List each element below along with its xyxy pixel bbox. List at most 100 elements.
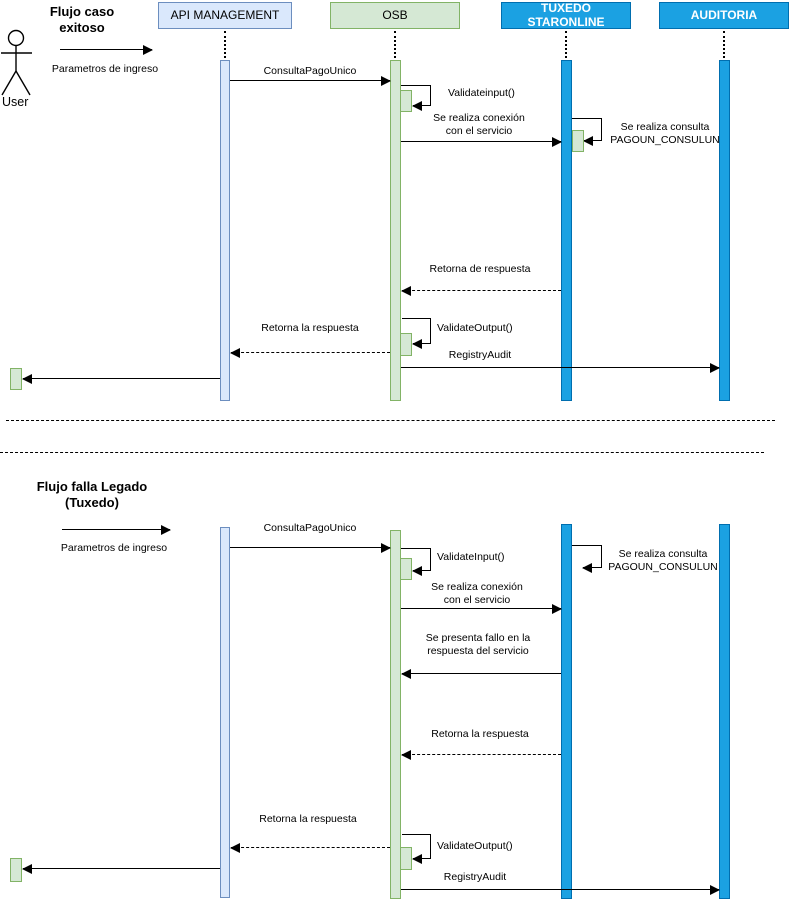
lifeline-stub-api [224,31,226,58]
arrowhead-icon [230,348,240,358]
arrowhead-icon [22,864,32,874]
self-loop-pagoun-f1 [583,136,602,146]
lifeline-stub-auditoria [723,31,725,58]
flow-separator-line-1 [6,420,775,421]
activation-bar-tuxedo-flow2 [561,524,572,899]
lifeline-header-auditoria: AUDITORIA [659,2,789,29]
self-loop-validateinput-f1 [412,101,431,111]
self-loop-validateinput-f1 [401,85,431,86]
flow2-trigger-label: Parametros de ingreso [60,542,168,554]
message-label-validateoutput-f2: ValidateOutput() [437,840,513,852]
nested-activation-osb-f1b [400,333,412,356]
activation-bar-api-flow1 [220,60,230,401]
message-arrow-consultapagounico-f1 [230,76,391,86]
lifeline-stub-tuxedo [565,31,567,58]
activation-bar-tuxedo-flow1 [561,60,572,401]
actor-label: User [2,95,29,109]
message-label-retorna-respuesta-f2b: Retorna la respuesta [259,813,357,825]
arrowhead-icon [710,885,720,895]
arrowhead-icon [401,669,411,679]
user-actor-icon [1,29,32,96]
self-loop-validateinput-f2 [430,548,431,571]
arrowhead-icon [710,363,720,373]
message-label-retorna-respuesta-f2a: Retorna la respuesta [431,728,529,740]
message-label-retorna-de-respuesta-f1: Retorna de respuesta [429,263,531,275]
nested-activation-osb-f2a [400,558,412,580]
flow2-trigger-arrow [62,525,171,535]
message-label-validateinput-f1: Validateinput() [448,87,515,99]
message-label-conexion-f2: Se realiza conexión con el servicio [431,581,523,607]
arrowhead-icon [381,76,391,86]
nested-activation-osb-f1a [400,90,412,112]
nested-activation-osb-f2b [400,847,412,870]
self-loop-validateoutput-f2 [402,834,431,835]
message-arrow-registryaudit-f1 [401,363,720,373]
arrowhead-icon [230,843,240,853]
flow2-title: Flujo falla Legado (Tuxedo) [36,479,148,511]
message-label-pagoun-f1: Se realiza consulta PAGOUN_CONSULUN [610,121,720,147]
self-loop-pagoun-f2 [582,563,602,573]
flow1-trigger-label: Parametros de ingreso [51,63,159,75]
activation-bar-auditoria-flow2 [719,524,730,899]
lifeline-header-api-management: API MANAGEMENT [158,2,292,29]
message-arrow-retorna-de-respuesta-f1 [401,286,561,296]
activation-bar-api-flow2 [220,527,230,898]
arrowhead-icon [552,137,562,147]
flow1-title: Flujo caso exitoso [49,4,115,36]
self-loop-validateoutput-f1 [402,318,431,319]
lifeline-header-osb: OSB [330,2,460,29]
arrowhead-icon [22,374,32,384]
self-loop-validateoutput-f2 [412,854,431,864]
self-loop-validateinput-f2 [412,566,431,576]
message-label-registryaudit-f1: RegistryAudit [448,349,512,361]
message-label-conexion-f1: Se realiza conexión con el servicio [433,112,525,138]
arrowhead-icon [381,543,391,553]
message-label-consultapagounico-f1: ConsultaPagoUnico [263,65,357,77]
arrowhead-icon [401,286,411,296]
arrowhead-icon [412,101,422,111]
self-loop-pagoun-f2 [601,545,602,568]
arrowhead-icon [582,563,592,573]
self-loop-validateoutput-f2 [430,834,431,859]
self-loop-validateoutput-f1 [430,318,431,344]
arrowhead-icon [412,854,422,864]
lifeline-stub-osb [394,31,396,58]
message-arrow-conexion-f2 [401,604,562,614]
self-loop-pagoun-f1 [601,118,602,141]
nested-activation-tuxedo-f1 [572,130,584,152]
message-arrow-retorna-respuesta-f2a [401,750,561,760]
message-arrow-consultapagounico-f2 [230,543,391,553]
activation-bar-osb-flow1 [390,60,401,401]
user-return-activation-f1 [10,368,22,390]
message-label-pagoun-f2: Se realiza consulta PAGOUN_CONSULUN [608,548,718,574]
message-label-validateoutput-f1: ValidateOutput() [437,322,513,334]
message-arrow-return-to-user-f2 [22,864,220,874]
self-loop-validateinput-f2 [401,548,431,549]
message-label-fallo-f2: Se presenta fallo en la respuesta del se… [425,632,531,658]
self-loop-validateoutput-f1 [412,339,431,349]
self-loop-pagoun-f1 [572,118,602,119]
activation-bar-auditoria-flow1 [719,60,730,401]
arrowhead-icon [412,339,422,349]
flow-separator-line-2 [0,452,764,453]
message-label-validateinput-f2: ValidateInput() [437,551,505,563]
arrowhead-icon [412,566,422,576]
message-arrow-registryaudit-f2 [401,885,720,895]
message-arrow-conexion-f1 [401,137,562,147]
message-arrow-return-to-user-f1 [22,374,220,384]
message-arrow-retorna-respuesta-f2b [230,843,390,853]
message-label-consultapagounico-f2: ConsultaPagoUnico [263,522,357,534]
message-label-retorna-la-respuesta-f1: Retorna la respuesta [261,322,359,334]
message-arrow-fallo-f2 [401,669,561,679]
user-return-activation-f2 [10,858,22,882]
arrowhead-icon [552,604,562,614]
message-label-registryaudit-f2: RegistryAudit [443,871,507,883]
arrowhead-icon [583,136,593,146]
flow1-trigger-arrow [60,45,153,55]
self-loop-pagoun-f2 [572,545,602,546]
activation-bar-osb-flow2 [390,530,401,899]
arrowhead-icon [161,525,171,535]
message-arrow-retorna-la-respuesta-f1 [230,348,390,358]
lifeline-header-tuxedo-staronline: TUXEDO STARONLINE [501,2,631,29]
